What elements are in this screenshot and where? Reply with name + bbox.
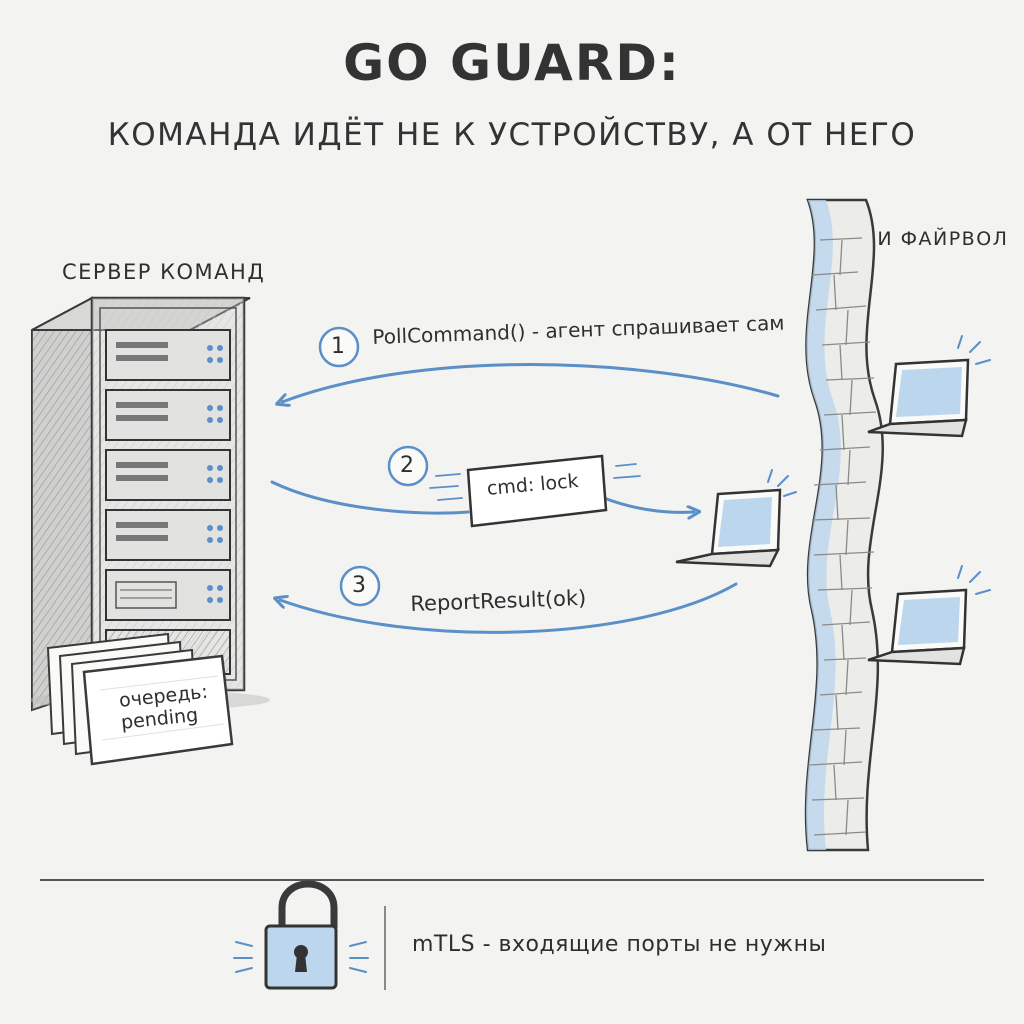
step-1-badge xyxy=(318,326,360,368)
step-3-badge xyxy=(339,565,381,607)
page-subtitle: КОМАНДА ИДЁТ НЕ К УСТРОЙСТВУ, А ОТ НЕГО xyxy=(107,117,917,153)
laptop-icon xyxy=(867,335,991,438)
laptop-icon xyxy=(675,469,797,568)
arrow-cmd-1 xyxy=(270,480,470,515)
brick-wall-icon xyxy=(804,198,884,852)
cmd-card xyxy=(466,454,608,528)
step-2-number: 2 xyxy=(400,453,414,478)
arrow-report xyxy=(280,582,738,634)
page-title: GO GUARD: xyxy=(343,34,681,92)
arrow-poll xyxy=(282,363,780,403)
padlock-icon xyxy=(233,880,369,990)
server-label: СЕРВЕР КОМАНД xyxy=(62,260,266,284)
server-rack-icon xyxy=(30,296,270,712)
step-3-number: 3 xyxy=(352,573,366,598)
laptop-icon xyxy=(867,565,991,666)
queue-cards-icon xyxy=(46,632,234,766)
step-1-number: 1 xyxy=(331,334,345,359)
step-2-badge xyxy=(387,445,429,487)
footer-note: mTLS - входящие порты не нужны xyxy=(412,932,827,957)
arrow-cmd-2 xyxy=(602,496,694,512)
